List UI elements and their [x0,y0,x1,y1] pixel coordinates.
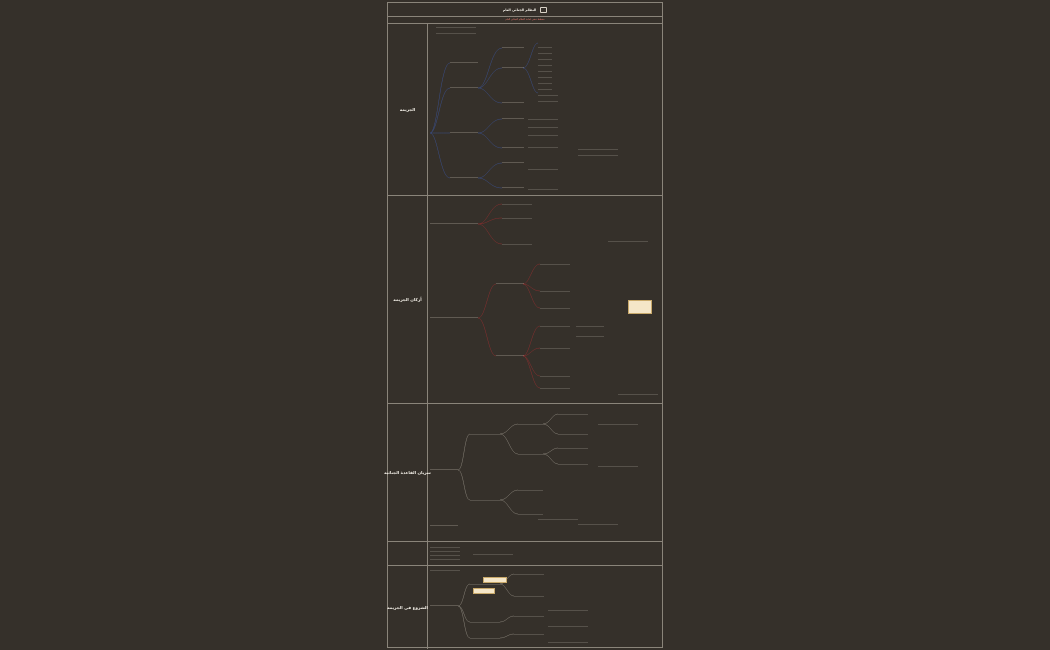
map-icon [540,6,548,13]
section-label-col: الشروع في الجريمة [387,566,428,649]
subtitle-bar: مخطط ذهني لمادة النظام الجنائي العام [388,16,662,24]
section-label-col: أركان الجريمة [388,196,428,403]
section-attempt: الشروع في الجريمة [387,566,662,649]
highlight-note [628,300,652,314]
section-label: الشروع في الجريمة [387,605,428,610]
branch-lines [429,27,618,190]
section-label-col: الجريمة [388,23,428,195]
section-unlabeled [388,542,662,566]
section-label: سريان القاعدة الجنائية [384,470,431,475]
branch-lines [430,547,513,560]
branch-lines [430,413,638,526]
mindmap-board: النظام الجنائي العام مخطط ذهني لمادة الن… [384,2,663,649]
section-crime: الجريمة [388,23,662,196]
title-bar: النظام الجنائي العام [388,3,662,17]
section-label: الجريمة [399,106,416,112]
page-subtitle: مخطط ذهني لمادة النظام الجنائي العام [505,18,545,21]
section-label-col [388,542,428,565]
highlight-note [473,588,495,594]
section-label-col: سريان القاعدة الجنائية [384,404,431,541]
section-elements: أركان الجريمة [388,196,662,404]
branch-lines [430,203,658,395]
section-applicability: سريان القاعدة الجنائية [384,404,662,542]
branch-lines [430,570,588,643]
section-label: أركان الجريمة [393,297,422,302]
highlight-note [483,577,507,583]
page-title: النظام الجنائي العام [502,7,537,12]
